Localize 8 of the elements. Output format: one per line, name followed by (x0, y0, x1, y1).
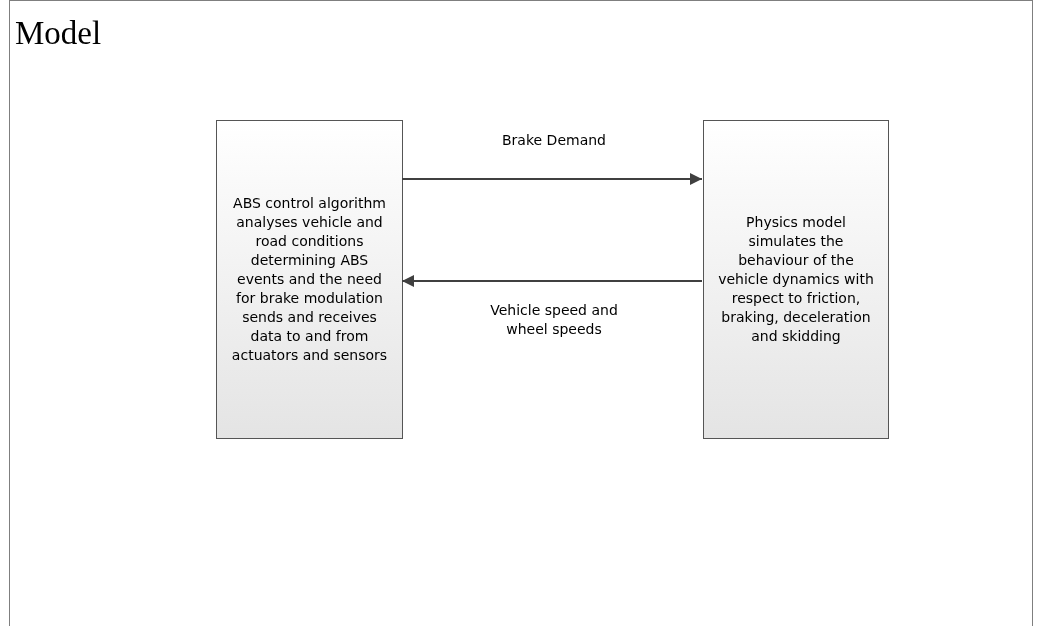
frame-title: Model (15, 15, 102, 52)
process-box (703, 120, 889, 439)
box-text: Physics model simulates the behaviour of the vehicle dynamics with respect to friction, braking, deceleration and skidding (717, 213, 875, 346)
arrow (401, 275, 703, 287)
process-box (216, 120, 403, 439)
box-text: ABS control algorithm analyses vehicle and road conditions determining ABS events and the need for brake modulation sends and receives data to and from actuators and sensors (230, 194, 389, 365)
model-frame (9, 0, 1033, 626)
arrow (401, 173, 703, 185)
